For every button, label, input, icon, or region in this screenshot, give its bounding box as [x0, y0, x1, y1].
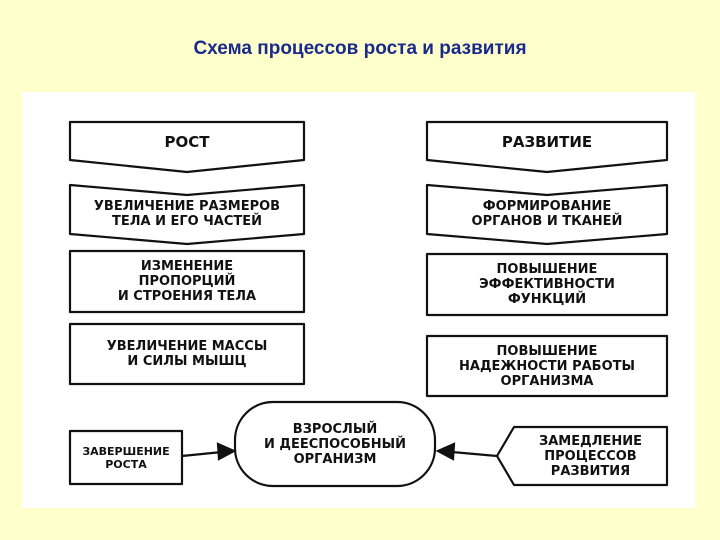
box-growth-step-2: [68, 249, 306, 314]
box-development-end: [495, 425, 669, 487]
box-development-step-1: [425, 183, 669, 246]
box-growth-step-3: [68, 322, 306, 386]
development-step-2-label: ПОВЫШЕНИЕ ЭФФЕКТИВНОСТИ ФУНКЦИЙ: [479, 262, 615, 307]
box-center: [233, 400, 437, 488]
arrow-right-to-center: [451, 450, 498, 458]
growth-header-label: РОСТ: [164, 132, 210, 151]
box-development-step-2: [425, 252, 669, 317]
growth-step-2-label: ИЗМЕНЕНИЕ ПРОПОРЦИЙ И СТРОЕНИЯ ТЕЛА: [117, 259, 257, 304]
arrow-left-to-center: [181, 450, 223, 458]
box-growth-step-1: [68, 183, 306, 246]
box-growth-header: [68, 120, 306, 174]
growth-step-1-label: УВЕЛИЧЕНИЕ РАЗМЕРОВ ТЕЛА И ЕГО ЧАСТЕЙ: [93, 199, 281, 229]
growth-step-3-label: УВЕЛИЧЕНИЕ МАССЫ И СИЛЫ МЫШЦ: [106, 339, 268, 369]
development-end-label: ЗАМЕДЛЕНИЕ ПРОЦЕССОВ РАЗВИТИЯ: [538, 433, 642, 479]
slide-title: Схема процессов роста и развития: [193, 38, 527, 59]
box-development-header: [425, 120, 669, 174]
box-growth-end: [68, 429, 184, 486]
center-label: ВЗРОСЛЫЙ И ДЕЕСПОСОБНЫЙ ОРГАНИЗМ: [264, 421, 406, 467]
development-header-label: РАЗВИТИЕ: [501, 132, 593, 151]
development-step-3-label: ПОВЫШЕНИЕ НАДЕЖНОСТИ РАБОТЫ ОРГАНИЗМА: [459, 343, 635, 389]
growth-end-label: ЗАВЕРШЕНИЕ РОСТА: [82, 444, 170, 471]
diagram-image: РОСТ УВЕЛИЧЕНИЕ РАЗМЕРОВ ТЕЛА И ЕГО ЧАСТ…: [22, 92, 695, 508]
diagram-shapes: [68, 120, 669, 488]
development-step-1-label: ФОРМИРОВАНИЕ ОРГАНОВ И ТКАНЕЙ: [471, 199, 623, 229]
box-development-step-3: [425, 334, 669, 398]
